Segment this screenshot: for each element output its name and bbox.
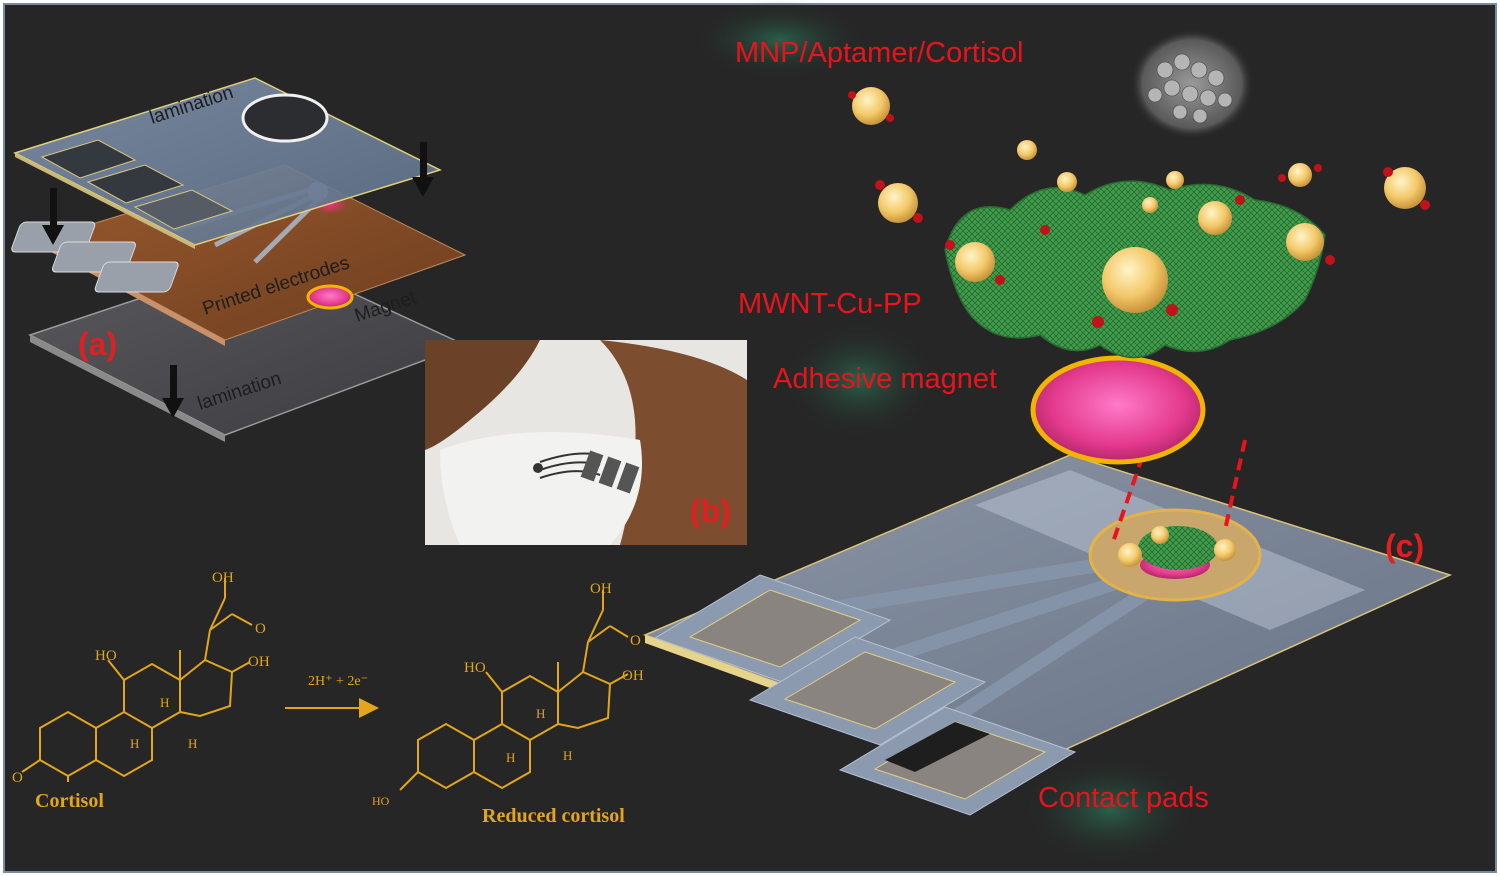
cortisol-o: O [12,770,23,786]
reduced-ho-top: HO [464,660,486,676]
cortisol-ketone-o: O [255,621,266,637]
cortisol-h-2: H [130,736,139,751]
reduced-h-3: H [563,748,572,763]
lamination-hole [241,93,329,143]
cortisol-h-3: H [188,736,197,751]
reaction-scheme: OH O OH HO O H H H Cortisol 2H⁺ + 2e⁻ OH… [12,570,644,827]
sensing-mnp-2 [1214,539,1236,561]
adhesive-magnet-disc [1030,355,1206,465]
reduced-ketone-o: O [630,633,641,649]
chip-traces [813,553,1157,727]
panel-b-tag: (b) [690,493,731,529]
glow-top [690,0,870,80]
cortisol-oh-top: OH [212,570,234,586]
contact-pad-2 [748,636,987,746]
reduced-cortisol-name: Reduced cortisol [482,805,625,827]
reduced-ho-bottom: HO [372,794,390,808]
aptamer-dots [848,91,1430,328]
zoom-line-right [1223,439,1247,531]
lamination-window-2 [86,164,185,204]
sem-particles [1147,53,1233,124]
mwnt-cu-pp-label: MWNT-Cu-PP [738,288,922,320]
reduced-oh-right: OH [622,668,644,684]
sensor-pad-1 [580,450,604,482]
contact-pad-3 [838,706,1077,816]
cortisol-ho: HO [95,648,117,664]
lamination-window-3 [133,189,234,230]
panel-a-exploded-view: lamination Printed electrodes Magnet lam… [11,77,467,442]
cortisol-oh-right: OH [248,654,270,670]
sensing-mnp-1 [1118,543,1142,567]
top-lamination-layer [13,77,443,246]
electrode-pad-3 [94,261,179,293]
cortisol-h-1: H [160,695,169,710]
sensor-pad-2 [598,456,622,488]
sensor-electrode-dot [533,463,543,473]
reduced-oh-top: OH [590,581,612,597]
panel-c-sensor-chip: MNP/Aptamer/Cortisol MWNT-Cu-PP Adhesive… [642,29,1453,816]
lamination-window-1 [40,139,137,179]
sensing-well-mesh [1138,526,1218,570]
glow-mid-left [780,320,940,440]
flexible-sensor-strip [440,432,642,545]
thumb-shape [425,340,540,450]
sensing-mnp-3 [1151,526,1169,544]
top-lamination-edge [15,153,195,249]
sem-inset [1130,29,1254,139]
reduced-h-1: H [536,706,545,721]
contact-pad-1 [653,574,892,684]
adhesive-magnet-label: Adhesive magnet [773,363,997,395]
cortisol-name: Cortisol [35,790,104,812]
mnp-cluster [852,87,1426,313]
reaction-conditions: 2H⁺ + 2e⁻ [308,674,368,689]
mnp-aptamer-cortisol-label: MNP/Aptamer/Cortisol [735,37,1023,69]
reduced-cortisol-structure [399,590,629,791]
bottom-lamination-edge [30,335,225,442]
contact-pads-label: Contact pads [1038,782,1209,814]
panel-a-tag: (a) [78,326,117,362]
cortisol-structure [21,578,253,782]
sensor-pad-3 [616,462,640,494]
panel-b-photo: (b) [425,340,747,545]
magnet-icon [306,284,354,310]
glow-bottom [1020,755,1200,865]
assembly-arrows [42,142,434,418]
panel-c-tag: (c) [1385,528,1424,564]
reduced-h-2: H [506,750,515,765]
